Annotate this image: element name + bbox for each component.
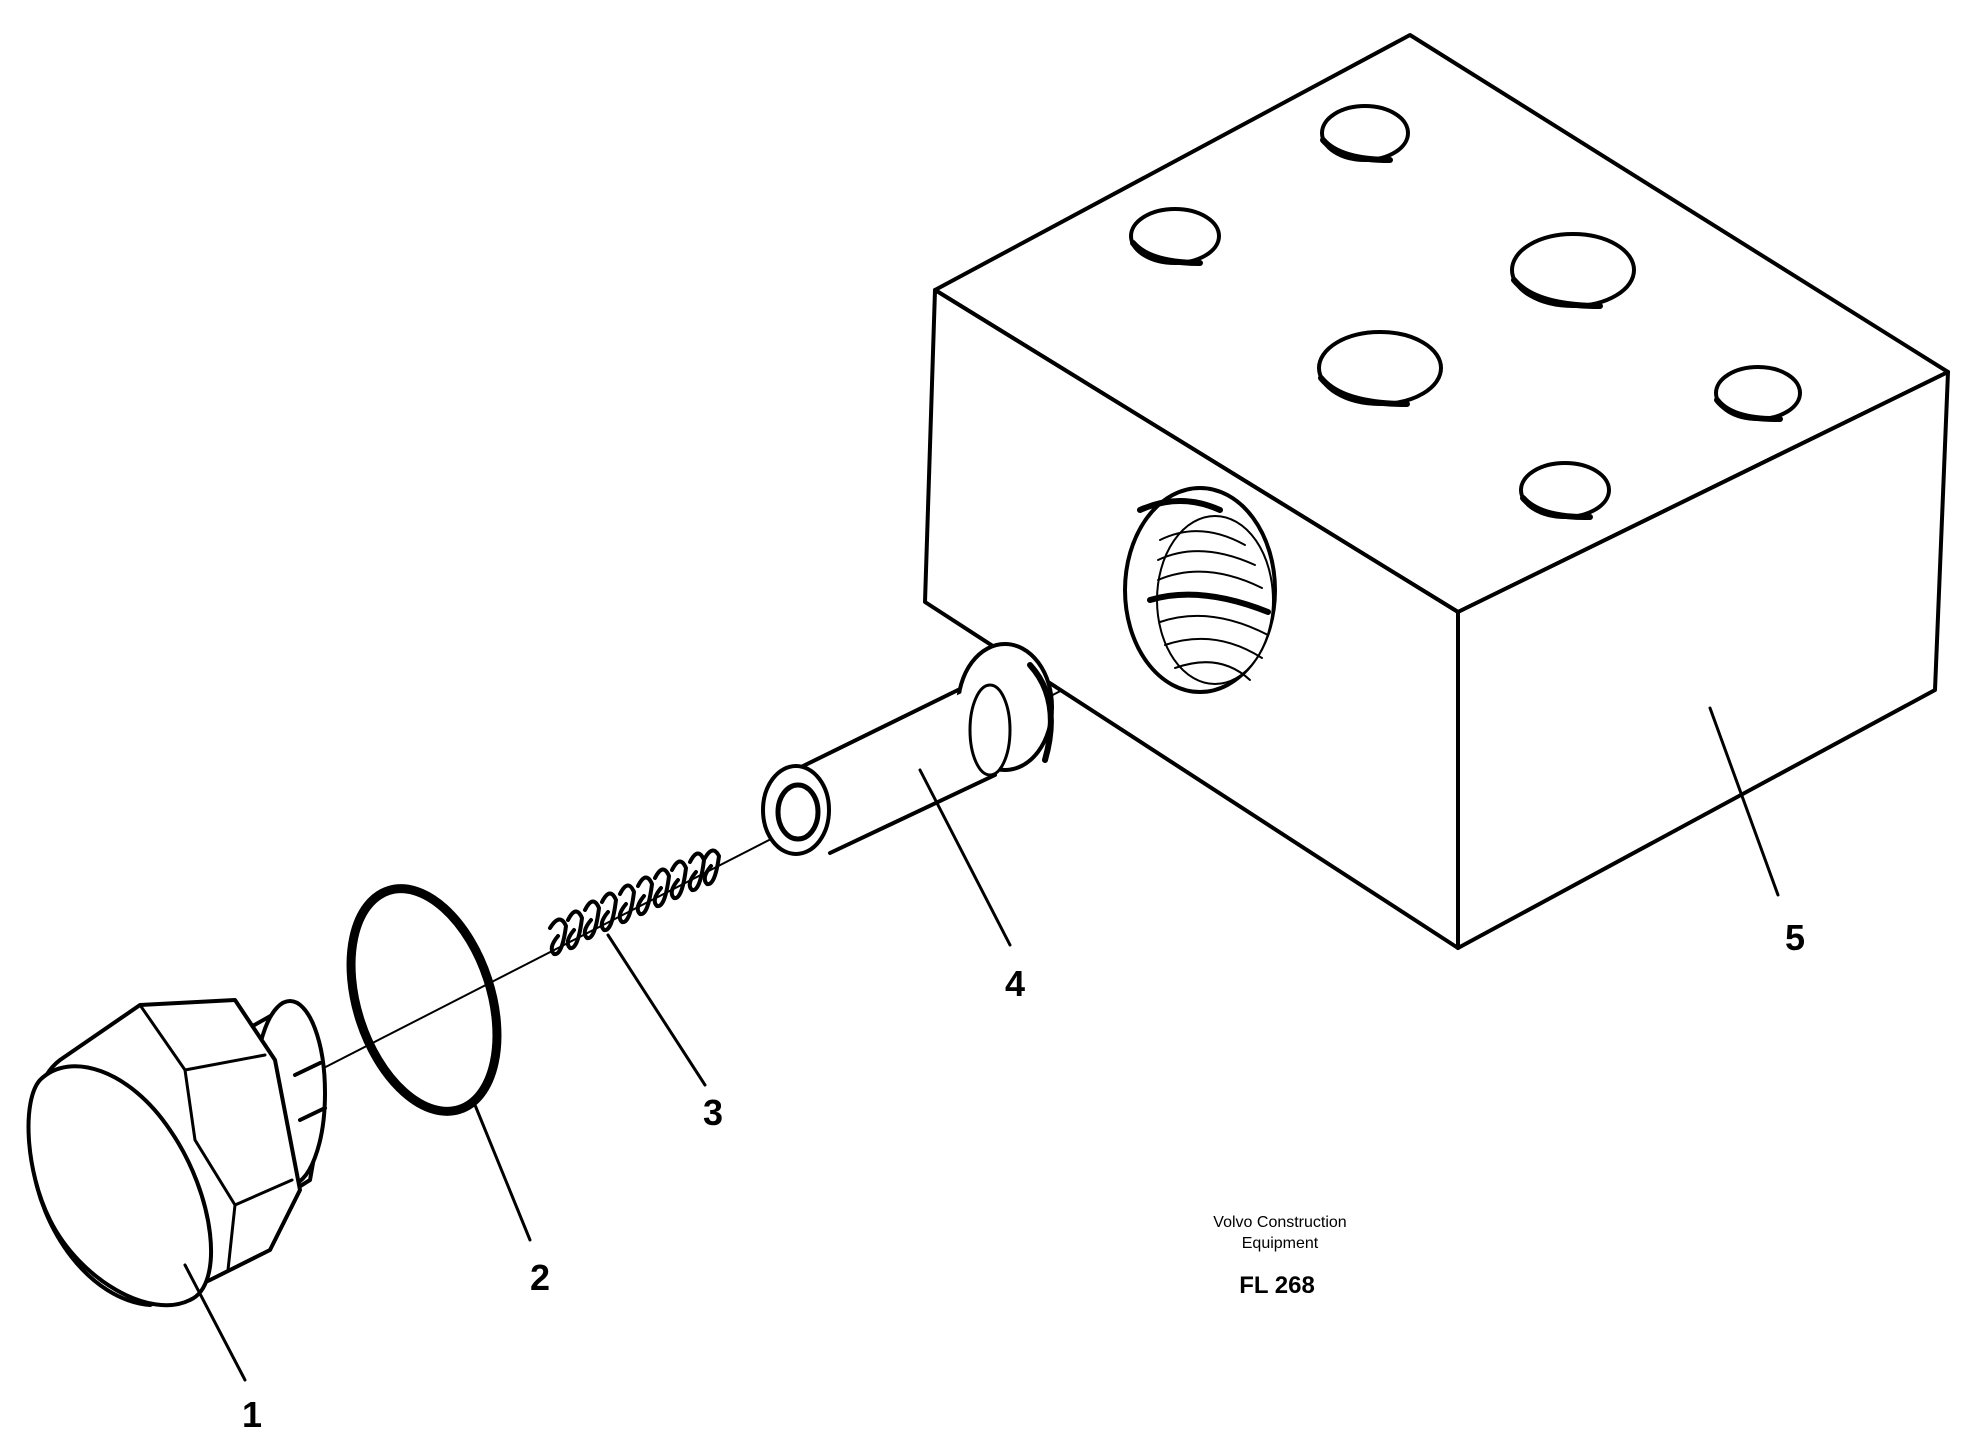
part-label-4: 4 bbox=[1005, 963, 1025, 1004]
o-ring-part-2 bbox=[346, 884, 502, 1116]
part-label-3: 3 bbox=[703, 1092, 723, 1133]
part-label-2: 2 bbox=[530, 1257, 550, 1298]
spring-part-3 bbox=[548, 848, 721, 957]
top-port-holes bbox=[1129, 104, 1802, 521]
leader-lines bbox=[183, 706, 1780, 1382]
figure-code: FL 268 bbox=[1239, 1272, 1315, 1299]
part-label-1: 1 bbox=[242, 1394, 262, 1435]
brand-line-1: Volvo Construction bbox=[1213, 1214, 1346, 1231]
part-label-5: 5 bbox=[1785, 917, 1805, 958]
hex-plug-part-1 bbox=[26, 998, 327, 1308]
valve-block-part-5 bbox=[923, 33, 1950, 950]
threaded-side-port bbox=[1123, 486, 1277, 694]
brand-line-2: Equipment bbox=[1242, 1235, 1319, 1252]
sleeve-part-4 bbox=[761, 642, 1054, 856]
